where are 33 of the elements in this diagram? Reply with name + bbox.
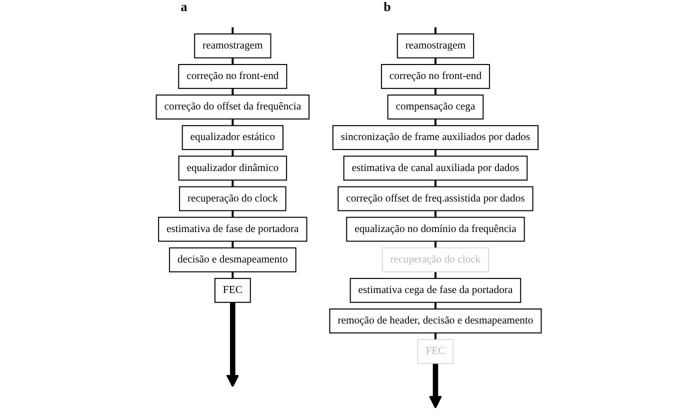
node-box: sincronização de frame auxiliados por dados [332, 125, 539, 150]
node-box: equalização no domínio da frequência [346, 216, 526, 242]
node-box: reamostragem [194, 33, 272, 58]
node-box: recuperação do clock [179, 186, 286, 212]
node-box: compensação cega [388, 94, 484, 120]
connector-line [434, 180, 437, 187]
node-box: decisão e desmapeamento [169, 247, 297, 272]
connector-line [434, 27, 437, 34]
node-box: correção no front-end [381, 64, 490, 89]
node-box: estimativa de canal auxiliada por dados [344, 156, 528, 181]
node-box: estimativa de fase de portadora [158, 216, 308, 242]
node-box: recuperação do clock [382, 248, 490, 272]
node-box: remoção de header, decisão e desmapeamento [329, 308, 542, 334]
panel-label: b [384, 0, 391, 14]
connector-line [232, 180, 234, 187]
node-box: reamostragem [397, 33, 474, 58]
connector-line [232, 27, 234, 34]
connector-line [434, 241, 437, 248]
node-box: equalizador estático [182, 125, 284, 150]
node-box: estimativa cega de fase da portadora [350, 278, 522, 303]
node-box: FEC [214, 278, 252, 303]
node-box: correção no front-end [178, 64, 288, 89]
node-box: correção offset de freq.assistida por dados [338, 186, 534, 212]
arrow [226, 302, 240, 388]
connector-line [434, 272, 437, 278]
connector-line [232, 210, 234, 218]
arrow [429, 363, 442, 409]
node-box: equalizador dinâmico [178, 156, 288, 181]
panel-label: a [180, 0, 188, 14]
connector-line [232, 241, 234, 248]
node-box: FEC [418, 339, 454, 364]
node-box: correção do offset da frequência [156, 94, 310, 120]
connector-line [434, 210, 437, 218]
